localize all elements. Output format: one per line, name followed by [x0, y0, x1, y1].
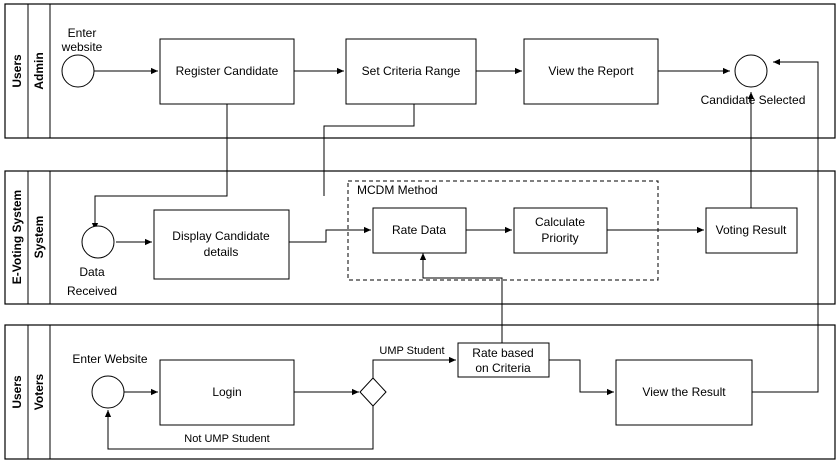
admin-start-label-2: website [61, 40, 103, 54]
rate-data-label: Rate Data [392, 223, 446, 237]
rate-criteria-label-2: on Criteria [475, 361, 531, 375]
admin-start-label-1: Enter [68, 26, 97, 40]
lane-system-group: E-Voting System [10, 190, 24, 284]
display-candidate-box: Display Candidate details [153, 209, 290, 280]
lane-voters-name: Voters [32, 373, 46, 410]
edge-rate-ratedata [419, 253, 503, 343]
display-candidate-label-1: Display Candidate [172, 229, 270, 243]
admin-start-node [61, 54, 95, 88]
edge-decision-notump [104, 406, 374, 450]
set-criteria-box: Set Criteria Range [345, 38, 477, 105]
edge-viewresult-selected [752, 58, 819, 393]
set-criteria-label: Set Criteria Range [362, 64, 461, 78]
calculate-priority-box: Calculate Priority [513, 207, 608, 254]
candidate-selected-node [734, 54, 768, 88]
voting-result-box: Voting Result [705, 207, 798, 254]
calculate-priority-label-2: Priority [541, 231, 578, 245]
ump-student-label: UMP Student [379, 345, 444, 357]
lane-system-name: System [32, 216, 46, 259]
display-candidate-label-2: details [204, 245, 239, 259]
data-received-label-2: Received [67, 284, 117, 298]
edge-register-datareceived [91, 104, 228, 230]
view-result-box: View the Result [615, 359, 753, 426]
rate-criteria-label-1: Rate based [472, 346, 533, 360]
mcdm-method-label: MCDM Method [357, 183, 438, 197]
edge-decision-rate [372, 356, 456, 378]
rate-data-box: Rate Data [372, 207, 467, 254]
lane-admin-name: Admin [32, 52, 46, 89]
register-candidate-box: Register Candidate [159, 38, 295, 105]
login-box: Login [159, 359, 295, 426]
view-report-box: View the Report [523, 38, 659, 105]
rate-criteria-box: Rate based on Criteria [457, 342, 550, 378]
not-ump-student-label: Not UMP Student [184, 433, 269, 445]
mcdm-method-group: MCDM Method [347, 180, 659, 281]
edge-rate-viewresult [549, 359, 614, 396]
edge-criteria-datareceived [323, 104, 415, 196]
login-label: Login [212, 385, 241, 399]
view-result-label: View the Result [642, 385, 726, 399]
decision-diamond [359, 377, 387, 407]
voters-start-node [91, 375, 125, 409]
data-received-label-1: Data [79, 265, 105, 279]
lane-admin-group: Users [10, 54, 24, 88]
lane-voters-group: Users [10, 375, 24, 409]
calculate-priority-label-1: Calculate [535, 215, 585, 229]
view-report-label: View the Report [548, 64, 634, 78]
register-candidate-label: Register Candidate [176, 64, 279, 78]
edge-display-ratedata [289, 226, 371, 243]
voting-result-label: Voting Result [716, 223, 787, 237]
voters-start-label: Enter Website [72, 352, 147, 366]
connectors [91, 58, 819, 450]
candidate-selected-label: Candidate Selected [701, 93, 806, 107]
data-received-node [81, 225, 115, 259]
